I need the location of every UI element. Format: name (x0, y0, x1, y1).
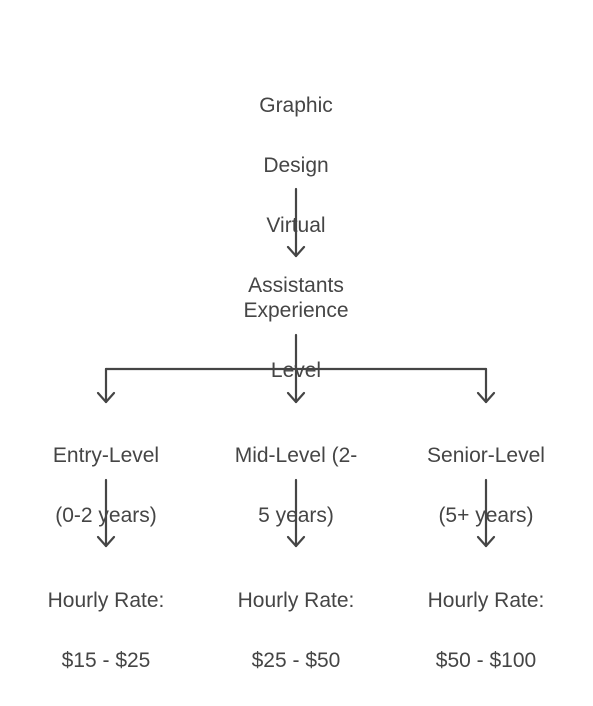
entry-level-label-line-2: (0-2 years) (55, 504, 157, 527)
root-label-line-2: Design (263, 154, 329, 177)
root-label-line-1: Graphic (259, 94, 333, 117)
entry-level-label-line-1: Entry-Level (52, 444, 160, 467)
entry-level-rate-label: Hourly Rate: $15 - $25 (16, 556, 196, 706)
arrowhead-entry-rate (96, 535, 116, 548)
mid-level-node-label: Mid-Level (2- 5 years) (206, 411, 386, 561)
senior-level-label-line-2: (5+ years) (438, 504, 534, 527)
mid-rate-line-1: Hourly Rate: (237, 589, 355, 612)
experience-label-line-2: Level (270, 359, 322, 382)
senior-level-rate-label: Hourly Rate: $50 - $100 (396, 556, 576, 706)
experience-level-node-label: Experience Level (206, 266, 386, 416)
arrowhead-mid-rate (286, 535, 306, 548)
root-label-line-4: Assistants (248, 274, 344, 297)
arrowhead-mid-level (286, 391, 306, 404)
senior-rate-line-1: Hourly Rate: (427, 589, 545, 612)
arrowhead-experience (286, 245, 306, 258)
root-node-label: Graphic Design Virtual Assistants (206, 61, 386, 331)
arrowhead-senior-rate (476, 535, 496, 548)
senior-level-node-label: Senior-Level (5+ years) (396, 411, 576, 561)
diagram-connectors (96, 187, 496, 548)
entry-level-node-label: Entry-Level (0-2 years) (16, 411, 196, 561)
entry-rate-line-2: $15 - $25 (61, 649, 151, 672)
mid-level-rate-label: Hourly Rate: $25 - $50 (206, 556, 386, 706)
mid-rate-line-2: $25 - $50 (251, 649, 341, 672)
senior-level-label-line-1: Senior-Level (427, 444, 545, 467)
entry-rate-line-1: Hourly Rate: (47, 589, 165, 612)
root-label-line-3: Virtual (266, 214, 326, 237)
arrowhead-senior-level (476, 391, 496, 404)
mid-level-label-line-2: 5 years) (258, 504, 334, 527)
arrowhead-entry-level (96, 391, 116, 404)
mid-level-label-line-1: Mid-Level (2- (234, 444, 358, 467)
experience-label-line-1: Experience (243, 299, 349, 322)
senior-rate-line-2: $50 - $100 (435, 649, 537, 672)
